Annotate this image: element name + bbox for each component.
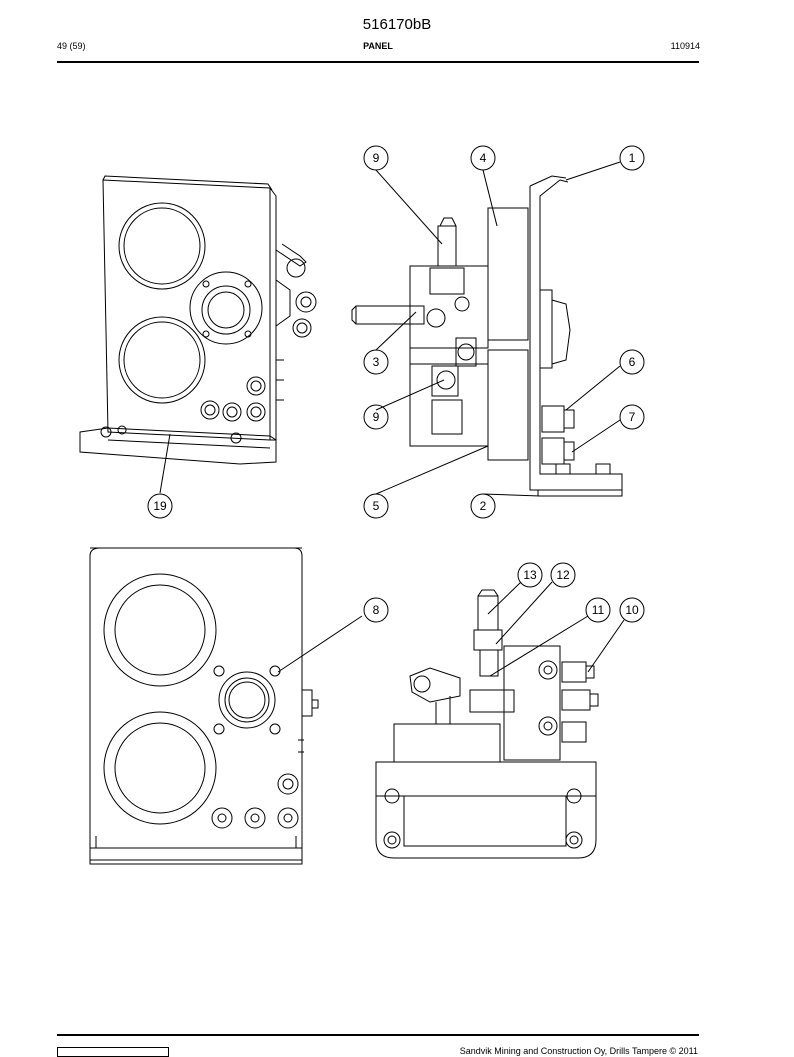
copyright-text: Sandvik Mining and Construction Oy, Dril…: [459, 1046, 698, 1056]
document-id: 516170bB: [362, 16, 432, 33]
panel-top-view: [375, 589, 599, 859]
svg-text:3: 3: [373, 355, 380, 369]
svg-text:8: 8: [373, 603, 380, 617]
svg-text:12: 12: [556, 568, 570, 582]
callout-8: 8: [363, 597, 389, 623]
callout-11: 11: [585, 597, 611, 623]
callout-1: 1: [619, 145, 645, 171]
callout-19: 19: [147, 493, 173, 519]
callout-7: 7: [619, 404, 645, 430]
callout-2: 2: [470, 493, 496, 519]
callout-13: 13: [517, 562, 543, 588]
svg-text:5: 5: [373, 499, 380, 513]
panel-front-view: [89, 547, 319, 865]
callout-12: 12: [550, 562, 576, 588]
header-rule: [57, 61, 699, 63]
svg-text:11: 11: [592, 603, 605, 617]
leader-lines: [159, 161, 625, 677]
page-number: 49 (59): [57, 41, 86, 51]
callout-10: 10: [619, 597, 645, 623]
panel-side-view: [351, 175, 623, 497]
callout-4: 4: [470, 145, 496, 171]
callout-3: 3: [363, 349, 389, 375]
panel-iso-view: [79, 175, 317, 465]
section-title: PANEL: [363, 41, 393, 51]
footer-rule: [57, 1034, 699, 1036]
callout-6: 6: [619, 349, 645, 375]
svg-text:2: 2: [480, 499, 487, 513]
callout-9-bottom: 9: [363, 404, 389, 430]
svg-text:1: 1: [629, 151, 636, 165]
date-code: 110914: [670, 41, 700, 51]
svg-text:10: 10: [625, 603, 639, 617]
callout-5: 5: [363, 493, 389, 519]
svg-text:4: 4: [480, 151, 487, 165]
svg-text:7: 7: [629, 410, 636, 424]
callout-9-top: 9: [363, 145, 389, 171]
svg-text:9: 9: [373, 151, 380, 165]
callouts: 9 4 1 3 6 9 7 19 5 2 8 13 12 11 10: [147, 145, 645, 623]
svg-text:6: 6: [629, 355, 636, 369]
sandvik-logo: [57, 1047, 169, 1057]
svg-text:13: 13: [523, 568, 537, 582]
svg-text:9: 9: [373, 410, 380, 424]
svg-text:19: 19: [153, 499, 167, 513]
